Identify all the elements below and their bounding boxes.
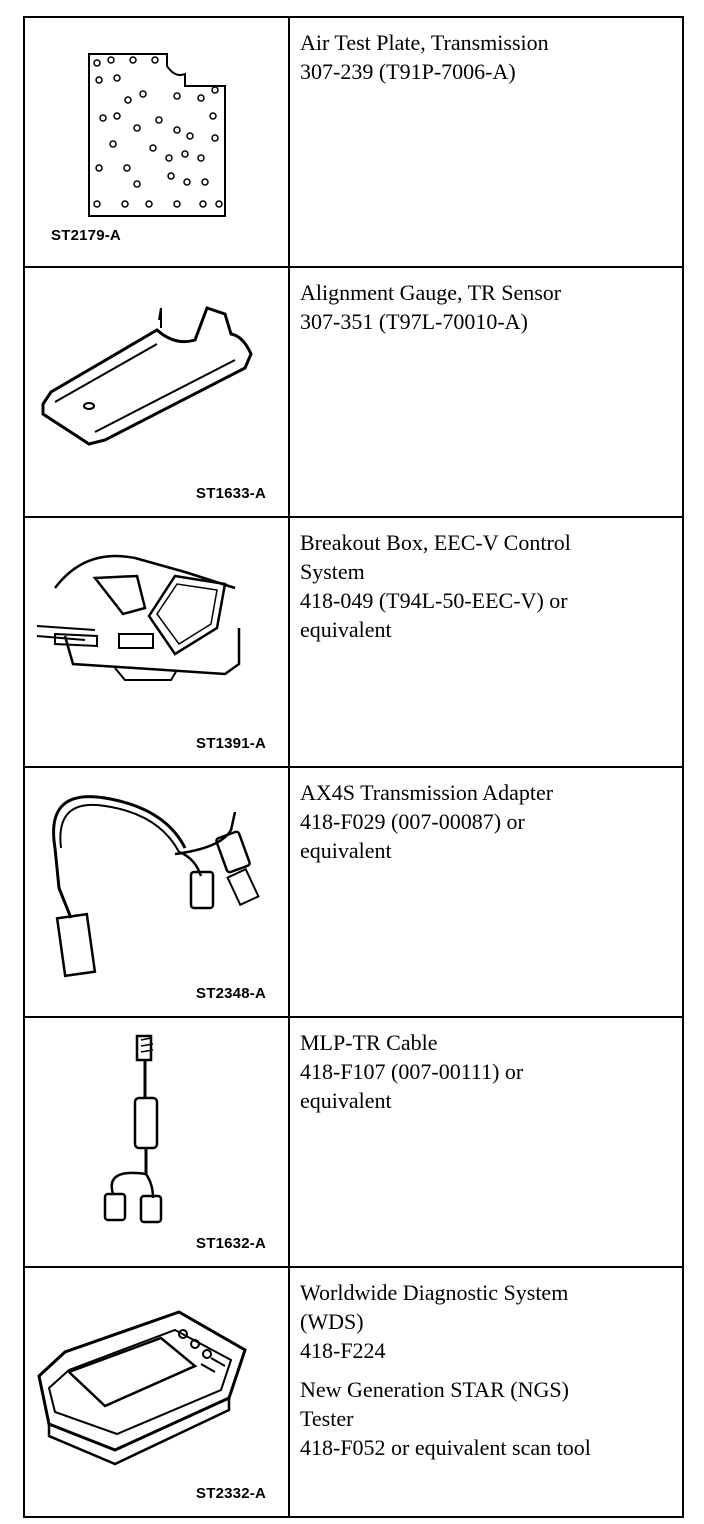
tool-image-cell: ST2332-A: [23, 1266, 290, 1518]
breakout-box-icon: [36, 554, 241, 681]
table-row: ST2348-A AX4S Transmission Adapter 418-F…: [23, 766, 684, 1018]
tool-code: ST2348-A: [196, 985, 266, 1002]
diagnostic-tester-icon: [37, 1310, 247, 1466]
tool-part-number: 418-F107 (007-00111) or: [300, 1059, 524, 1084]
tool-description-cell: AX4S Transmission Adapter 418-F029 (007-…: [288, 766, 684, 1018]
tool-description-cell: Air Test Plate, Transmission 307-239 (T9…: [288, 16, 684, 268]
tool-name-continued: System: [300, 559, 365, 584]
tool-image-cell: ST1632-A: [23, 1016, 290, 1268]
alignment-gauge-icon: [41, 306, 253, 446]
tool-part-number: 418-F224: [300, 1338, 386, 1363]
tool-code: ST2179-A: [51, 227, 121, 244]
tool-name: Alignment Gauge, TR Sensor: [300, 280, 562, 305]
alt-tool-name: New Generation STAR (NGS): [300, 1377, 569, 1402]
tool-image-cell: ST2348-A: [23, 766, 290, 1018]
tool-description-cell: Worldwide Diagnostic System (WDS) 418-F2…: [288, 1266, 684, 1518]
tool-part-number: 307-239 (T91P-7006-A): [300, 59, 516, 84]
tool-code: ST1633-A: [196, 485, 266, 502]
tool-description-cell: Alignment Gauge, TR Sensor 307-351 (T97L…: [288, 266, 684, 518]
table-row: ST1391-A Breakout Box, EEC-V Control Sys…: [23, 516, 684, 768]
tool-part-number: 418-049 (T94L-50-EEC-V) or: [300, 588, 568, 613]
tool-code: ST1391-A: [196, 735, 266, 752]
tool-equivalent-note: equivalent: [300, 1088, 392, 1113]
tool-part-number: 418-F029 (007-00087) or: [300, 809, 525, 834]
tool-image-cell: ST1633-A: [23, 266, 290, 518]
tool-equivalent-note: equivalent: [300, 838, 392, 863]
air-test-plate-icon: [88, 53, 226, 217]
transmission-adapter-icon: [52, 795, 260, 978]
table-row: ST1632-A MLP-TR Cable 418-F107 (007-0011…: [23, 1016, 684, 1268]
tool-equivalent-note: equivalent: [300, 617, 392, 642]
tool-description-cell: Breakout Box, EEC-V Control System 418-0…: [288, 516, 684, 768]
tool-name: MLP-TR Cable: [300, 1030, 438, 1055]
tool-part-number: 307-351 (T97L-70010-A): [300, 309, 528, 334]
special-tools-table: ST2179-A Air Test Plate, Transmission 30…: [23, 16, 684, 1518]
tool-name: Worldwide Diagnostic System: [300, 1280, 569, 1305]
tool-name: Breakout Box, EEC-V Control: [300, 530, 571, 555]
tool-image-cell: ST1391-A: [23, 516, 290, 768]
tool-description-cell: MLP-TR Cable 418-F107 (007-00111) or equ…: [288, 1016, 684, 1268]
tool-name-continued: (WDS): [300, 1309, 364, 1334]
table-row: ST2179-A Air Test Plate, Transmission 30…: [23, 16, 684, 268]
mlp-tr-cable-icon: [103, 1034, 163, 1224]
alt-tool-name-continued: Tester: [300, 1406, 354, 1431]
tool-name: AX4S Transmission Adapter: [300, 780, 554, 805]
table-row: ST1633-A Alignment Gauge, TR Sensor 307-…: [23, 266, 684, 518]
alt-tool-part-number: 418-F052 or equivalent scan tool: [300, 1435, 591, 1460]
tool-code: ST1632-A: [196, 1235, 266, 1252]
tool-code: ST2332-A: [196, 1485, 266, 1502]
tool-image-cell: ST2179-A: [23, 16, 290, 268]
tool-name: Air Test Plate, Transmission: [300, 30, 549, 55]
table-row: ST2332-A Worldwide Diagnostic System (WD…: [23, 1266, 684, 1518]
